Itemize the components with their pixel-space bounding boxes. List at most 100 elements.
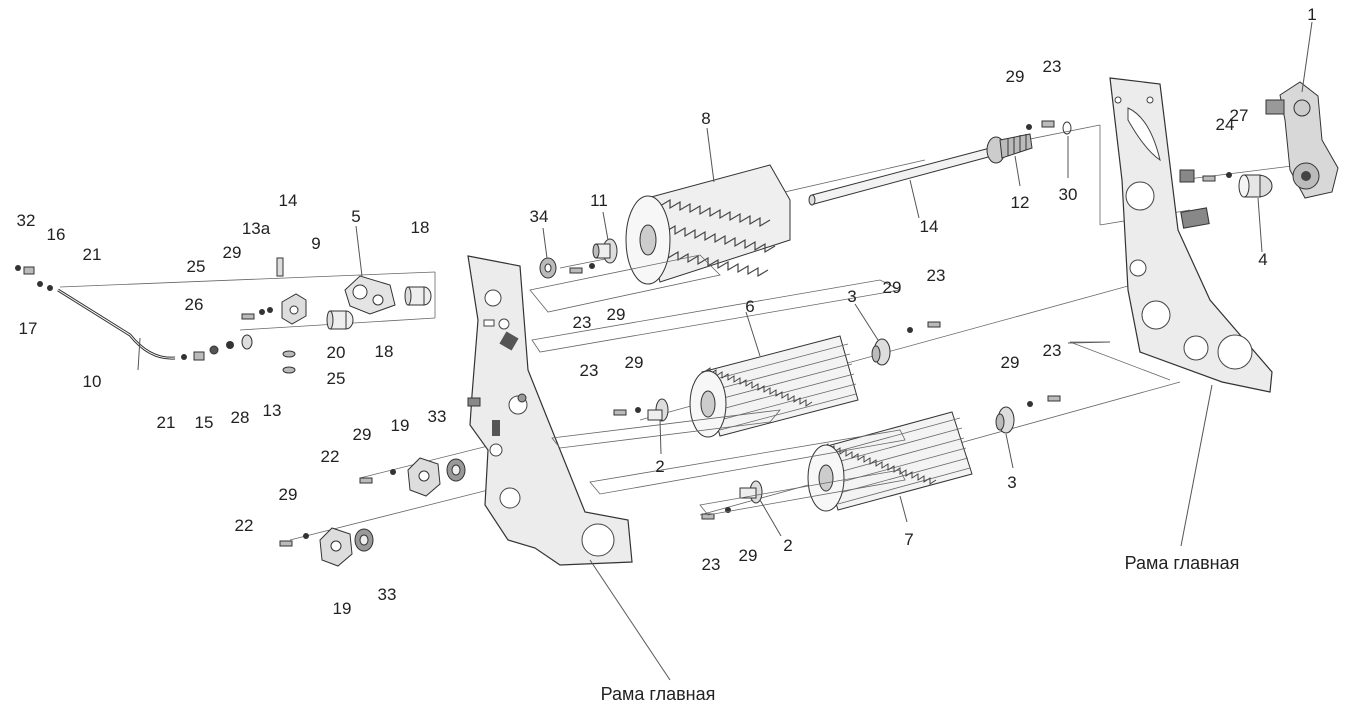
bolt-part-23-mid	[569, 267, 583, 274]
label-19-upper: 18	[411, 218, 430, 237]
label-29-upper-left: 29	[625, 353, 644, 372]
shaft-end-part-12	[986, 133, 1033, 164]
label-24-lower: 22	[235, 516, 254, 535]
nut-part-31	[15, 265, 21, 271]
washer-part-29-upper-left	[635, 407, 641, 413]
label-29-lower-left-1: 29	[353, 425, 372, 444]
label-23-lower-left: 23	[702, 555, 721, 574]
pin-part-15	[276, 257, 284, 277]
label-22-upper: 21	[83, 245, 102, 264]
label-main-frame-right: Рама главная	[1125, 553, 1240, 573]
label-leaders	[137, 21, 1313, 681]
label-25: 24	[1216, 115, 1235, 134]
label-29-left: 29	[223, 243, 242, 262]
label-29-mid: 29	[607, 305, 626, 324]
label-10: 10	[83, 372, 102, 391]
label-29-lower-right: 29	[1001, 353, 1020, 372]
label-23-upper-right: 23	[927, 266, 946, 285]
label-11: 11	[590, 191, 608, 210]
label-27: 26	[185, 295, 204, 314]
washer-part-29-lower-left-2	[303, 533, 309, 539]
washer-part-29-top	[1026, 124, 1032, 130]
label-3-lower: 3	[1007, 473, 1016, 492]
label-15: 14	[279, 191, 298, 210]
label-29-lower-left: 29	[739, 546, 758, 565]
roller-part-6	[689, 335, 859, 438]
bolt-part-23-lower-left	[701, 513, 715, 520]
flange-part-11	[592, 238, 618, 264]
label-7: 7	[904, 530, 913, 549]
bolt-part-24-lower	[279, 540, 293, 547]
washer-part-29-upper-right	[907, 327, 913, 333]
label-33-upper: 33	[428, 407, 447, 426]
label-24-middle: 22	[321, 447, 340, 466]
label-17: 16	[47, 225, 66, 244]
label-18: 17	[19, 319, 38, 338]
flange-part-2-lower	[739, 480, 763, 504]
washer-part-22-lower	[181, 354, 187, 360]
label-2-lower: 2	[783, 536, 792, 555]
label-26: 25	[327, 369, 346, 388]
roller-part-7	[807, 411, 973, 512]
bearing-part-34	[539, 257, 557, 279]
flange-part-3-lower	[995, 406, 1015, 434]
fitting-part-17	[23, 266, 35, 275]
washer-part-29-lower-left-1	[390, 469, 396, 475]
washer-part-18	[37, 281, 43, 287]
label-6: 6	[745, 297, 754, 316]
washer-part-28	[1226, 172, 1232, 178]
label-24-upper: 25	[187, 257, 206, 276]
washer-part-13	[241, 334, 253, 350]
gearbox-part-1	[1265, 81, 1339, 199]
bolt-part-23-top	[1041, 120, 1055, 128]
label-13a: 13a	[242, 219, 271, 238]
flange-part-20-upper	[407, 457, 441, 497]
label-29-top: 29	[1006, 67, 1025, 86]
bearing-housing-part-5	[344, 275, 396, 315]
bolt-part-23-upper-left	[613, 409, 627, 416]
label-33-lower: 33	[378, 585, 397, 604]
bolt-part-23-upper-right	[927, 321, 941, 328]
label-23-upper-left: 23	[580, 361, 599, 380]
nut-part-27	[209, 345, 219, 355]
nut-part-26	[282, 366, 296, 374]
washer-part-22-upper	[47, 285, 53, 291]
flange-part-9	[281, 293, 307, 325]
label-16: 15	[195, 413, 214, 432]
label-31: 32	[17, 211, 36, 230]
label-29-upper-right: 29	[883, 278, 902, 297]
label-34: 34	[530, 207, 549, 226]
bearing-part-33-upper	[446, 458, 466, 482]
bushing-part-19-lower	[326, 310, 354, 330]
washer-part-13a	[267, 307, 273, 313]
label-9: 9	[311, 234, 320, 253]
label-5: 5	[351, 207, 360, 226]
washer-part-29-mid	[589, 263, 595, 269]
label-19-lower: 18	[375, 342, 394, 361]
right-main-frame-plate	[1109, 77, 1273, 393]
label-30: 28	[231, 408, 250, 427]
washer-part-30	[226, 341, 234, 349]
label-14: 14	[920, 217, 939, 236]
label-8: 8	[701, 109, 710, 128]
label-main-frame-bottom: Рама главная	[601, 684, 716, 704]
fitting-part-16	[193, 351, 205, 361]
guide-outlines	[529, 254, 906, 516]
label-13: 13	[263, 401, 282, 420]
label-22-lower: 21	[157, 413, 176, 432]
part-labels: 1 4 24 27 29 23 12 30 14 8 11 34 23 29 6…	[17, 5, 1317, 704]
washer-part-29-left	[259, 309, 265, 315]
washer-part-29-lower-right	[1027, 401, 1033, 407]
flange-part-3-upper	[871, 338, 891, 366]
bolt-part-23-lower-right	[1047, 395, 1061, 402]
label-23-lower-right: 23	[1043, 341, 1062, 360]
label-23-top: 23	[1043, 57, 1062, 76]
ring-part-32	[1062, 121, 1072, 135]
label-28: 27	[1230, 106, 1249, 125]
label-21: 20	[327, 343, 346, 362]
label-23-mid: 23	[573, 313, 592, 332]
shaft-part-14	[808, 147, 993, 206]
bolt-part-24-upper	[241, 313, 255, 320]
